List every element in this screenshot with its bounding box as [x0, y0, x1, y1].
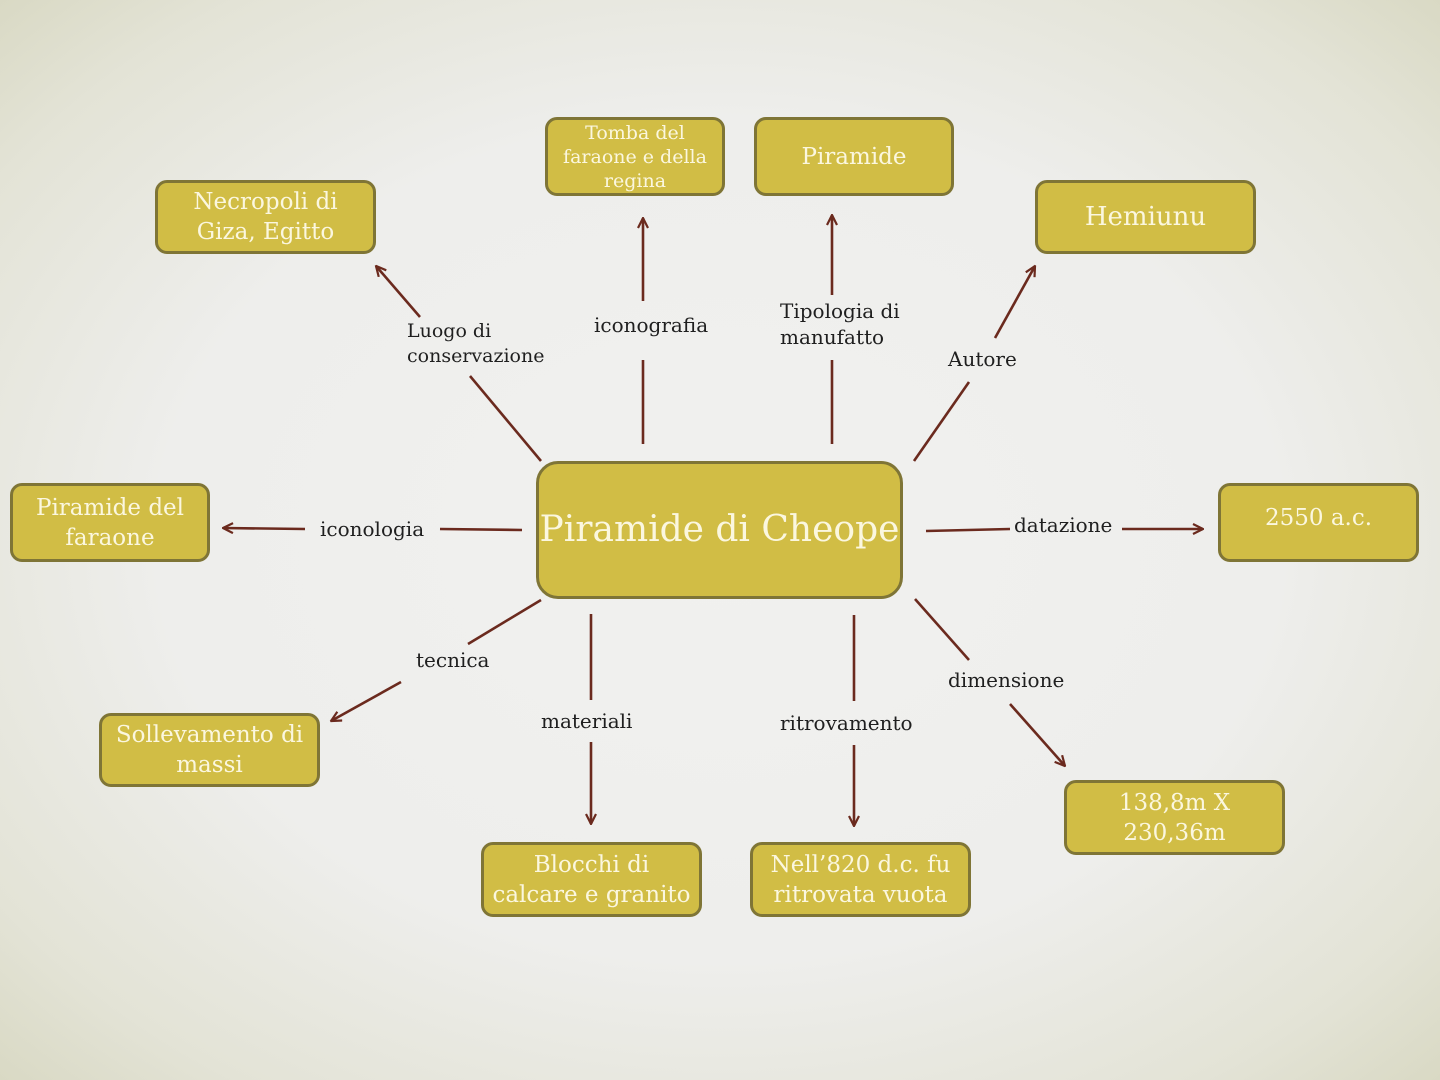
- connector-datazione-left: [925, 527, 1011, 533]
- arrow-tecnica-lower: [331, 680, 402, 721]
- label-tipologia-di-manufatto: Tipologia di manufatto: [780, 299, 900, 349]
- label-ritrovamento: ritrovamento: [780, 711, 913, 735]
- node-faraone-text: Piramide del faraone: [35, 494, 185, 551]
- connector-autore-lower: [912, 381, 971, 462]
- node-piramide-text: Piramide: [801, 143, 907, 170]
- label-tecnica: tecnica: [416, 648, 490, 672]
- arrow-autore-upper: [993, 266, 1035, 339]
- node-necropoli-text: Necropoli di Giza, Egitto: [193, 189, 338, 245]
- node-necropoli[interactable]: Necropoli di Giza, Egitto: [155, 180, 376, 254]
- node-sollevamento-text: Sollevamento di massi: [115, 722, 304, 778]
- node-tomba-text: Tomba del faraone e della regina: [563, 121, 707, 192]
- central-topic-box[interactable]: Piramide di Cheope: [536, 461, 903, 599]
- node-tomba[interactable]: Tomba del faraone e della regina: [545, 117, 725, 196]
- arrow-dimensione-lower: [1009, 703, 1065, 766]
- arrow-iconologia-left: [223, 528, 306, 529]
- node-hemiunu[interactable]: Hemiunu: [1035, 180, 1256, 254]
- node-ritrovata[interactable]: Nell’820 d.c. fu ritrovata vuota: [750, 842, 971, 917]
- central-topic-text: Piramide di Cheope: [539, 509, 900, 550]
- label-iconografia: iconografia: [594, 313, 709, 337]
- label-autore: Autore: [948, 347, 1017, 371]
- label-materiali: materiali: [541, 709, 633, 733]
- node-misure[interactable]: 138,8m X 230,36m: [1064, 780, 1285, 855]
- node-ritrovata-text: Nell’820 d.c. fu ritrovata vuota: [770, 851, 951, 908]
- connector-tecnica-upper: [467, 598, 542, 646]
- node-hemiunu-text: Hemiunu: [1084, 202, 1207, 232]
- connector-luogo-lower: [469, 375, 542, 462]
- node-blocchi-text: Blocchi di calcare e granito: [492, 851, 691, 908]
- label-iconologia: iconologia: [320, 517, 425, 541]
- arrow-luogo-upper: [376, 266, 421, 318]
- connector-iconologia-right: [439, 527, 523, 532]
- node-datazione-value-text: 2550 a.c.: [1264, 504, 1373, 531]
- node-misure-text: 138,8m X 230,36m: [1118, 789, 1231, 846]
- node-sollevamento[interactable]: Sollevamento di massi: [99, 713, 320, 787]
- node-blocchi[interactable]: Blocchi di calcare e granito: [481, 842, 702, 917]
- connector-dimensione-upper: [914, 598, 970, 661]
- node-faraone[interactable]: Piramide del faraone: [10, 483, 210, 562]
- node-datazione-value[interactable]: 2550 a.c.: [1218, 483, 1419, 562]
- node-piramide[interactable]: Piramide: [754, 117, 954, 196]
- label-luogo-di-conservazione: Luogo di conservazione: [407, 320, 545, 367]
- label-datazione: datazione: [1014, 513, 1113, 537]
- label-dimensione: dimensione: [948, 668, 1065, 692]
